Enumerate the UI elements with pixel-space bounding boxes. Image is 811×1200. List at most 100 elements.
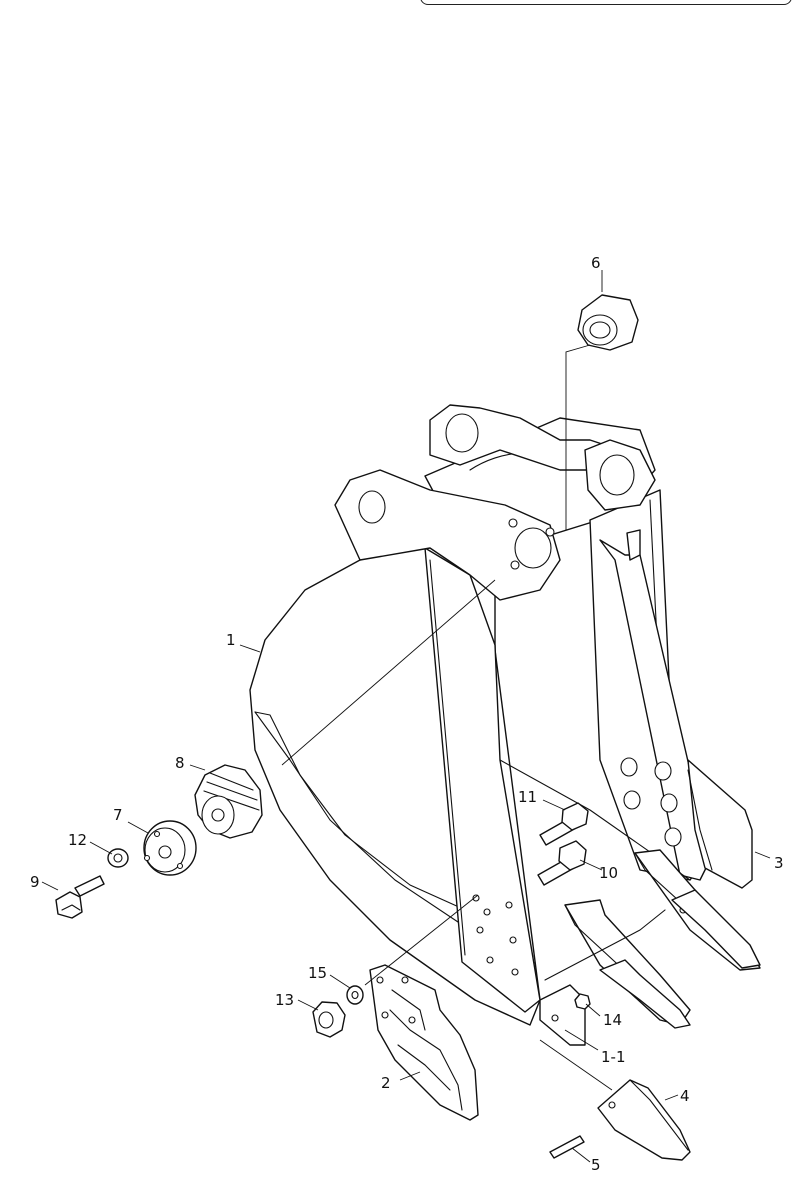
callout-11: 11 bbox=[518, 788, 537, 806]
shell-lip-curve bbox=[254, 711, 471, 931]
bushing-bore bbox=[582, 314, 618, 346]
leader-line-7 bbox=[127, 821, 149, 834]
lip-hole bbox=[483, 908, 491, 916]
lip-hole bbox=[476, 926, 484, 934]
tooth-point-installed bbox=[599, 959, 691, 1029]
bolt-11 bbox=[539, 802, 589, 846]
side-bolt-hole bbox=[660, 793, 678, 813]
tooth-point-pin-hole bbox=[608, 1101, 616, 1109]
leader-lines bbox=[41, 270, 771, 1163]
bucket-left-side-plate bbox=[424, 547, 541, 1013]
tooth-point bbox=[597, 889, 761, 1161]
lip-hole bbox=[486, 956, 494, 964]
lock-pin bbox=[549, 1135, 585, 1159]
shroud-hole bbox=[408, 1016, 416, 1024]
adapter-pin-hole bbox=[551, 1014, 559, 1022]
boss-bolt-hole bbox=[510, 560, 520, 570]
retainer-plate-bore bbox=[158, 845, 172, 859]
callout-labels: 6 1 8 7 12 9 11 10 3 15 13 14 1-1 2 4 5 bbox=[30, 254, 784, 1174]
leader-line-14 bbox=[585, 1003, 601, 1017]
boss-bolt-hole bbox=[545, 527, 555, 537]
bolt-head-edge bbox=[61, 904, 81, 911]
side-bolt-hole bbox=[664, 827, 682, 847]
lip-hole bbox=[472, 894, 480, 902]
shroud-slot bbox=[391, 989, 426, 1031]
shim-stack bbox=[194, 764, 263, 839]
nut-12 bbox=[312, 1001, 346, 1038]
shim-line bbox=[203, 790, 260, 811]
callout-4: 4 bbox=[680, 1087, 690, 1105]
callout-9: 9 bbox=[30, 873, 40, 891]
tooth-point-installed bbox=[671, 889, 761, 969]
callout-12: 13 bbox=[275, 991, 294, 1009]
leader-line-8 bbox=[189, 764, 206, 771]
side-tab bbox=[626, 529, 641, 561]
cutting-edge-line bbox=[544, 909, 666, 981]
leader-line-3 bbox=[754, 851, 771, 859]
retainer-plate-hole bbox=[143, 854, 151, 862]
leader-line-1-1 bbox=[564, 1029, 599, 1051]
bolt-head bbox=[55, 891, 83, 919]
retainer-plate-hole bbox=[176, 862, 184, 870]
shroud-hole bbox=[381, 1011, 389, 1019]
leader-line-1 bbox=[239, 644, 261, 653]
washer-15-bore bbox=[351, 990, 359, 1000]
retainer-plate-hole bbox=[153, 830, 161, 838]
bushing bbox=[577, 294, 639, 351]
bracket-boss-left bbox=[514, 527, 552, 569]
left-link-bracket bbox=[334, 469, 561, 601]
boss-bolt-hole bbox=[508, 518, 518, 528]
shim-bore bbox=[211, 808, 225, 822]
shell-inner-lip bbox=[254, 711, 471, 913]
side-shroud-plate bbox=[369, 964, 479, 1121]
side-bolt-hole bbox=[623, 790, 641, 810]
bucket-body bbox=[249, 404, 711, 1026]
rear-boss-hole bbox=[599, 454, 635, 496]
leader-line-2 bbox=[399, 1071, 421, 1081]
callout-15: 15 bbox=[308, 964, 327, 982]
callout-3: 3 bbox=[774, 854, 784, 872]
bolt-10-head bbox=[558, 840, 587, 871]
shroud-hole bbox=[401, 976, 409, 984]
leader-line-10 bbox=[579, 859, 603, 871]
leader-line-13 bbox=[89, 841, 113, 855]
leader-line-6-drop bbox=[565, 344, 591, 530]
side-bolt-hole bbox=[654, 761, 672, 781]
callout-1: 1 bbox=[226, 631, 236, 649]
leader-line-15-long bbox=[364, 894, 479, 986]
nut-14-body bbox=[574, 993, 591, 1010]
lip-hole bbox=[509, 936, 517, 944]
callout-5: 5 bbox=[591, 1156, 601, 1174]
side-bolt-hole bbox=[620, 757, 638, 777]
leader-line-5 bbox=[571, 1147, 591, 1163]
leader-line-4 bbox=[664, 1094, 679, 1101]
nut-14 bbox=[574, 993, 591, 1010]
cutter-edge bbox=[687, 769, 713, 871]
lip-hole bbox=[511, 968, 519, 976]
leader-line-4-drop bbox=[539, 1039, 613, 1091]
shim-line bbox=[209, 772, 254, 791]
bolt-thread bbox=[74, 875, 105, 897]
callout-6: 6 bbox=[591, 254, 601, 272]
side-cutter-plate bbox=[687, 759, 753, 889]
shroud-ridge bbox=[389, 1009, 463, 1111]
lock-pin-body bbox=[549, 1135, 585, 1159]
leader-line-1-long bbox=[281, 579, 496, 766]
side-cutter bbox=[687, 759, 753, 889]
rear-pin-hole bbox=[445, 413, 479, 453]
nut-12-face bbox=[318, 1011, 334, 1029]
washer-bore bbox=[113, 853, 123, 863]
callout-10: 10 bbox=[599, 864, 618, 882]
callout-2: 2 bbox=[381, 1074, 391, 1092]
retainer-plate bbox=[143, 820, 197, 876]
side-plate-edge bbox=[429, 559, 466, 956]
tooth-point-body bbox=[597, 1079, 691, 1161]
side-shroud bbox=[369, 964, 479, 1121]
lip-hole bbox=[505, 901, 513, 909]
shim-line bbox=[206, 781, 258, 801]
callout-13: 12 bbox=[68, 831, 87, 849]
bolt-11-head bbox=[561, 802, 589, 831]
bolt-10 bbox=[537, 840, 587, 886]
